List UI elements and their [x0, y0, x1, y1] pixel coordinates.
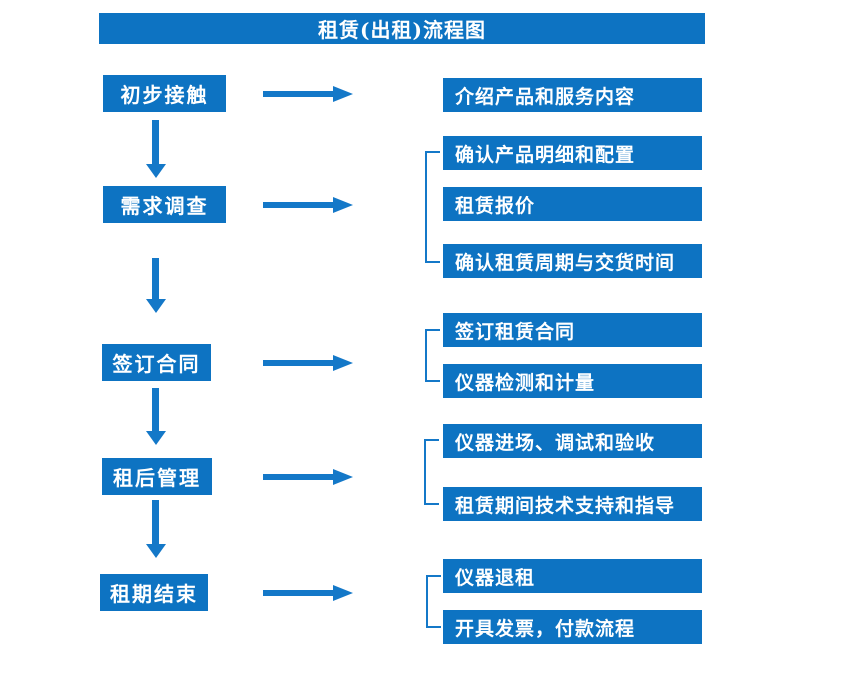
arrow-right-icon [263, 355, 353, 371]
arrow-down-icon [146, 258, 166, 313]
detail-box: 仪器退租 [443, 559, 702, 593]
step-box-initial-contact: 初步接触 [103, 75, 226, 112]
detail-box: 介绍产品和服务内容 [443, 78, 702, 112]
detail-box: 租赁报价 [443, 187, 702, 221]
step-box-sign-contract: 签订合同 [102, 344, 211, 381]
arrow-right-icon [263, 585, 353, 601]
step-box-demand-survey: 需求调查 [103, 186, 226, 223]
detail-box: 仪器检测和计量 [443, 364, 702, 398]
detail-box: 确认租赁周期与交货时间 [443, 244, 702, 278]
bracket-connector [426, 575, 441, 628]
bracket-connector [425, 151, 440, 263]
arrow-down-icon [146, 388, 166, 445]
detail-box: 确认产品明细和配置 [443, 136, 702, 170]
detail-box: 签订租赁合同 [443, 313, 702, 347]
bracket-connector [425, 329, 440, 382]
title-bar: 租赁(出租)流程图 [99, 13, 705, 44]
detail-box: 仪器进场、调试和验收 [443, 424, 702, 458]
bracket-connector [424, 439, 439, 505]
detail-box: 开具发票，付款流程 [443, 610, 702, 644]
arrow-right-icon [263, 469, 353, 485]
detail-box: 租赁期间技术支持和指导 [443, 487, 702, 521]
page-title: 租赁(出租)流程图 [318, 18, 486, 42]
step-box-post-rental-management: 租后管理 [102, 458, 212, 495]
arrow-down-icon [146, 120, 166, 178]
arrow-down-icon [146, 500, 166, 558]
arrow-right-icon [263, 197, 353, 213]
arrow-right-icon [263, 86, 353, 102]
step-box-rental-end: 租期结束 [100, 574, 208, 611]
